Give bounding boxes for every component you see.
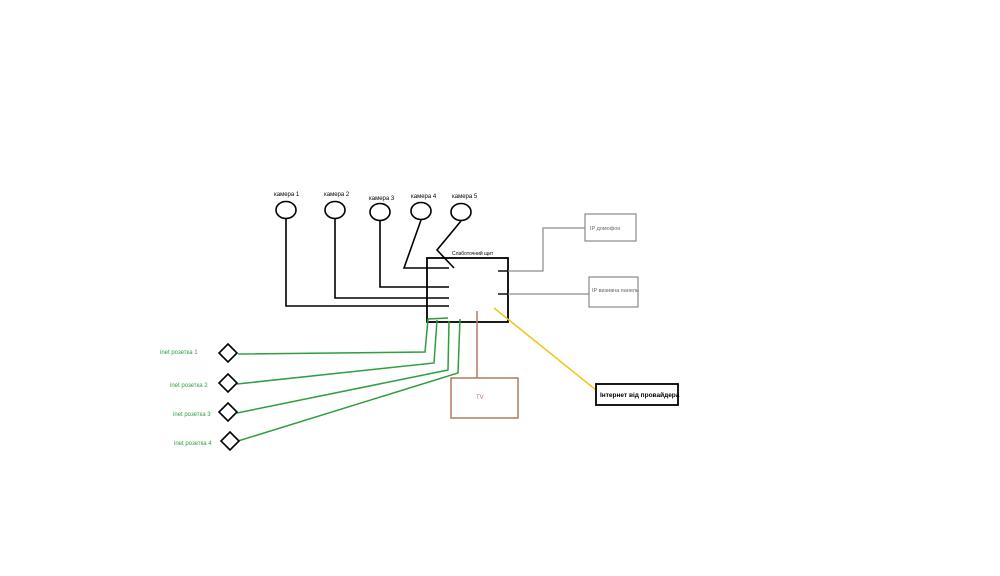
- intercom-label: IP домофон: [590, 226, 620, 232]
- camera-1-icon: [275, 200, 297, 220]
- camera-cables: [285, 219, 462, 307]
- tv-box: [450, 377, 519, 419]
- socket-4-cable: [237, 318, 461, 442]
- tv-label: TV: [476, 395, 484, 401]
- socket-4-icon: [219, 430, 241, 452]
- socket-2-cable: [236, 319, 438, 385]
- socket-3-icon: [217, 401, 239, 423]
- panel-label: Слаботочний щит: [452, 250, 494, 257]
- intercom-cable: [508, 227, 585, 272]
- camera-label-5: камера 5: [452, 194, 478, 200]
- camera-2-cable: [334, 219, 449, 299]
- panel-box: [426, 257, 509, 323]
- socket-2-icon: [217, 372, 239, 394]
- camera-2-icon: [324, 200, 346, 220]
- camera-3-icon: [369, 202, 391, 222]
- provider-box: [595, 383, 679, 406]
- call-panel-label: IP визивна панель: [592, 288, 639, 294]
- camera-5-cable: [435, 220, 462, 269]
- socket-1-icon: [217, 342, 239, 364]
- camera-3-cable: [379, 221, 449, 288]
- camera-label-2: камера 2: [324, 192, 350, 198]
- camera-1-cable: [285, 219, 449, 307]
- socket-cables: [236, 317, 461, 442]
- camera-label-3: камера 3: [369, 196, 395, 202]
- socket-label-2: inet розетка 2: [170, 383, 208, 389]
- socket-label-4: inet розетка 4: [174, 441, 212, 447]
- camera-4-icon: [410, 201, 432, 221]
- socket-1-cable: [237, 317, 449, 355]
- socket-label-1: inet розетка 1: [160, 350, 198, 356]
- camera-label-4: камера 4: [411, 194, 437, 200]
- provider-label: Інтернет від провайдера: [600, 391, 680, 399]
- socket-label-3: inet розетка 3: [173, 412, 211, 418]
- camera-4-cable: [402, 219, 449, 269]
- call-panel-box: [588, 276, 639, 308]
- intercom-box: [584, 213, 637, 242]
- camera-5-icon: [450, 202, 472, 222]
- socket-3-cable: [236, 320, 450, 414]
- camera-label-1: камера 1: [274, 192, 300, 198]
- provider-cable: [493, 307, 597, 391]
